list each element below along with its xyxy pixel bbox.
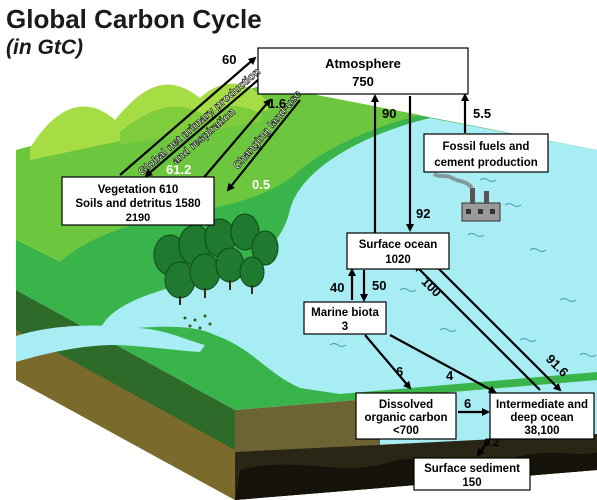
flow-biota-to-doc: 6 [396, 364, 403, 379]
surface-ocean-value: 1020 [385, 254, 411, 266]
sediment-value: 150 [462, 477, 481, 489]
flow-ocean-up: 90 [382, 106, 396, 121]
sediment-box: Surface sediment 150 [413, 457, 531, 491]
atmosphere-value: 750 [352, 74, 374, 89]
doc-line1: Dissolved [379, 399, 433, 411]
flow-doc-to-deep: 6 [464, 396, 471, 411]
doc-box: Dissolved organic carbon <700 [355, 392, 457, 440]
arrow-land-use-down [226, 99, 301, 192]
forest-trees [153, 213, 279, 330]
page-title: Global Carbon Cycle [6, 4, 262, 34]
doc-line3: <700 [393, 425, 419, 437]
marine-biota-name: Marine biota [311, 307, 379, 319]
flow-sediment: 0.2 [484, 437, 499, 449]
flow-veg-down: 61.2 [166, 162, 191, 177]
flow-biota-down: 50 [372, 278, 386, 293]
surface-ocean-name: Surface ocean [359, 239, 438, 251]
vegetation-box: Vegetation 610 Soils and detritus 1580 2… [61, 176, 215, 226]
sediment-name: Surface sediment [424, 463, 520, 475]
page-subtitle: (in GtC) [6, 36, 83, 59]
flow-biota-to-deep: 4 [446, 368, 454, 383]
flow-npp: 60 [222, 52, 236, 67]
deep-ocean-line2: deep ocean [510, 412, 573, 424]
arrow-biota-to-deep [389, 334, 497, 393]
fossil-line2: cement production [434, 157, 538, 169]
flow-land-use-down: 0.5 [252, 177, 270, 192]
deep-ocean-line3: 38,100 [524, 425, 559, 437]
deep-ocean-line1: Intermediate and [496, 399, 588, 411]
flow-biota-up: 40 [330, 280, 344, 295]
vegetation-line2: Soils and detritus 1580 [75, 198, 200, 210]
flow-land-use-up: 1.6 [268, 96, 286, 111]
arrow-veg-down [144, 79, 259, 178]
surface-ocean-box: Surface ocean 1020 [346, 232, 450, 270]
flow-ocean-down: 92 [416, 206, 430, 221]
factory-icon [432, 172, 501, 222]
atmosphere-box: Atmosphere 750 [257, 47, 469, 95]
arrow-land-use-up [199, 98, 272, 183]
river-inlet [16, 325, 205, 362]
vegetation-line3: 2190 [126, 212, 150, 224]
marine-biota-value: 3 [342, 321, 348, 333]
arrow-biota-to-doc [364, 334, 412, 390]
soil-cross-section [16, 330, 235, 500]
arrow-npp [119, 56, 257, 176]
arrow-surface-to-deep [429, 259, 562, 392]
marine-biota-box: Marine biota 3 [303, 301, 387, 335]
flow-fossil-up: 5.5 [473, 106, 491, 121]
deep-ocean-box: Intermediate and deep ocean 38,100 [489, 392, 595, 440]
doc-line2: organic carbon [364, 412, 447, 424]
waves [329, 178, 597, 357]
fossil-box: Fossil fuels and cement production [423, 133, 549, 173]
hill-shading [120, 105, 262, 145]
vegetation-line1: Vegetation 610 [98, 184, 179, 196]
atmosphere-name: Atmosphere [325, 56, 401, 71]
arrow-deep-to-surface [413, 263, 541, 391]
fossil-line1: Fossil fuels and [443, 141, 530, 153]
